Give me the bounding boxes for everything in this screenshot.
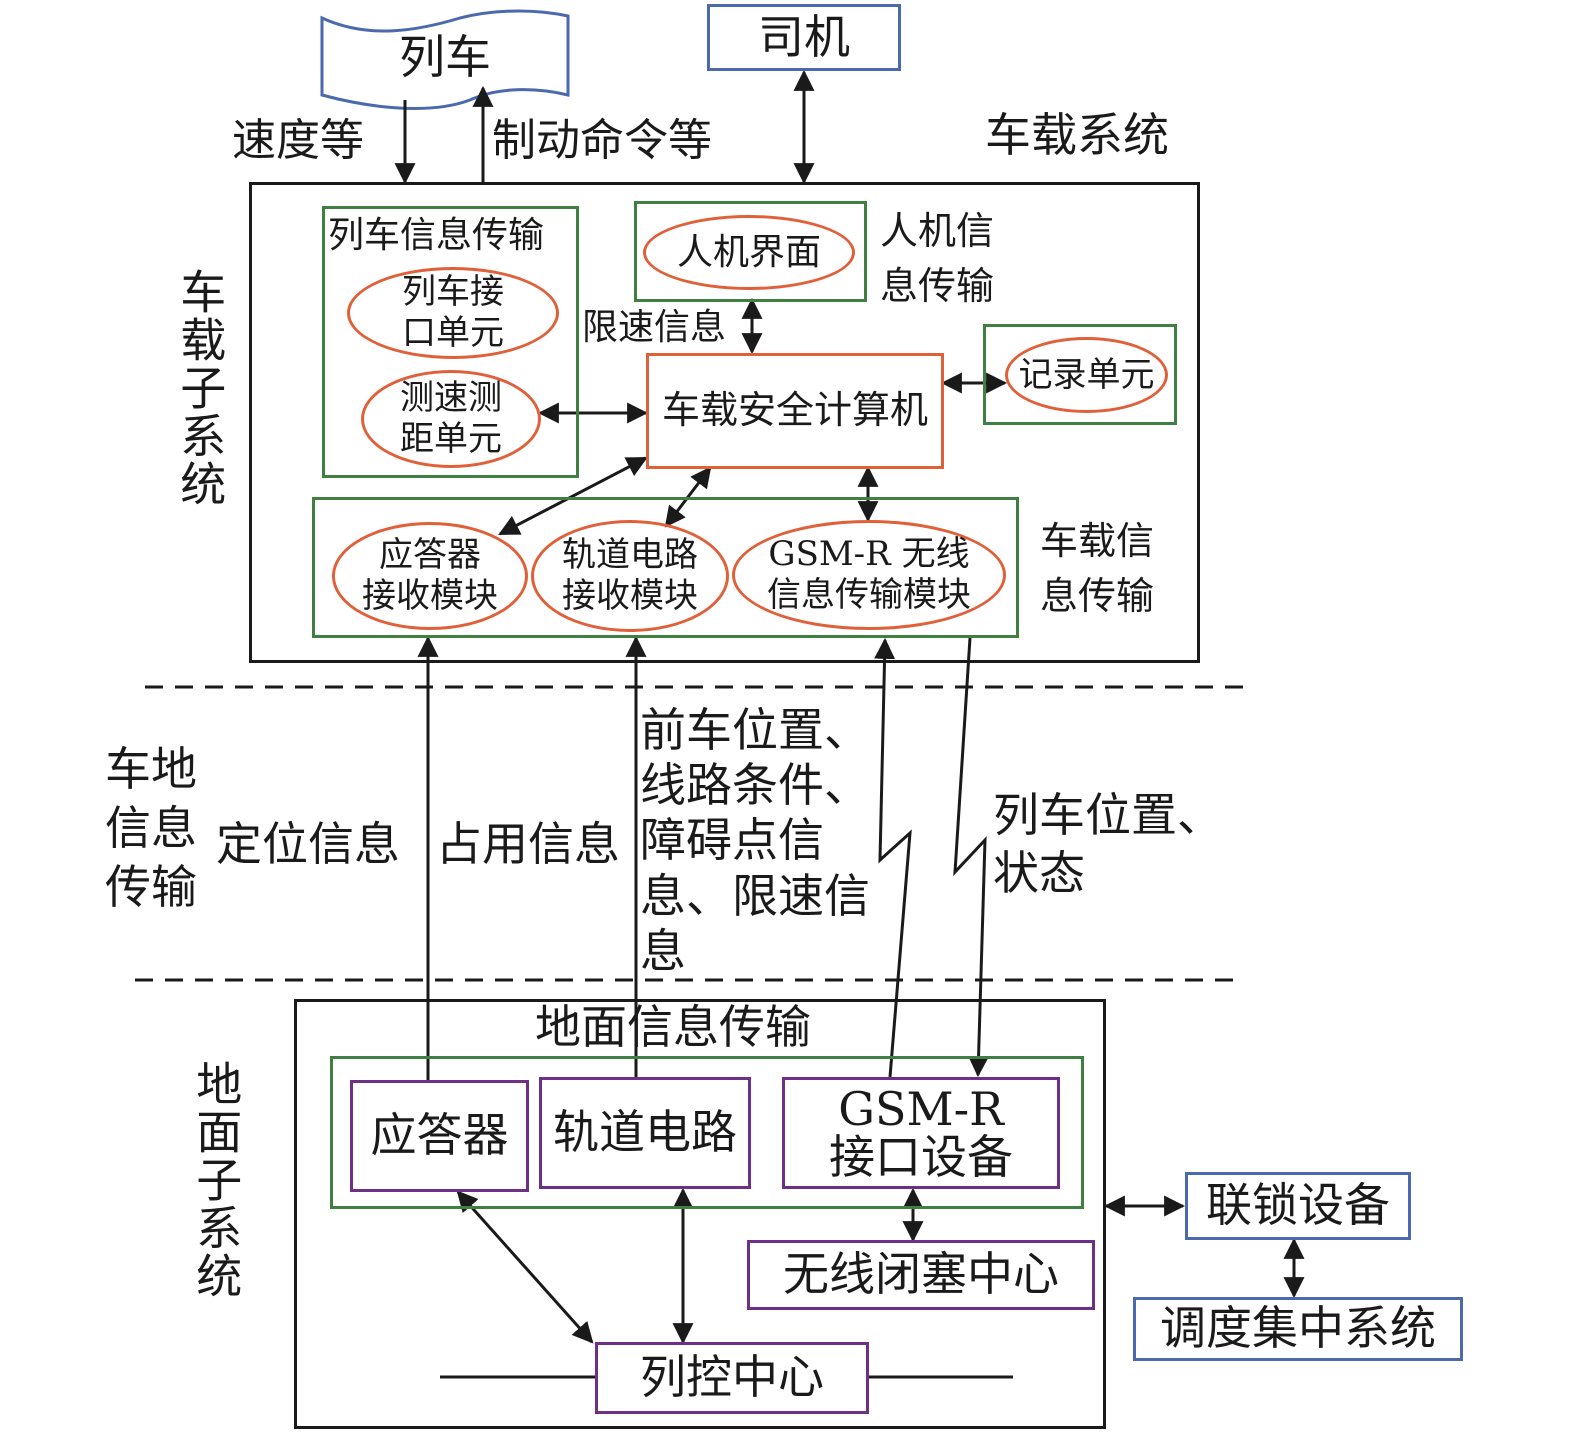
label-onboard-subsystem: 车载子系统 [173,268,228,508]
ground-balise: 应答器 [350,1080,529,1192]
hmi-group [634,201,867,302]
train-interface-unit: 列车接 口单元 [347,267,559,359]
onboard-safety-computer: 车载安全计算机 [646,353,944,469]
label-hmi-transmission: 人机信 息传输 [880,209,995,309]
ground-system-box [294,999,1106,1429]
label-speed-limit: 限速信息 [582,307,727,348]
onboard-system-box [249,182,1200,663]
speed-distance-unit: 测速测 距单元 [361,370,541,468]
onboard-comm-group [312,497,1019,638]
track-circuit-receiver-module: 轨道电路 接收模块 [531,520,729,632]
gsmr-interface-device: GSM-R 接口设备 [782,1077,1060,1189]
label-occupancy-info: 占用信息 [436,817,620,871]
radio-block-center: 无线闭塞中心 [747,1240,1095,1310]
gsmr-wireless-module: GSM-R 无线 信息传输模块 [732,520,1006,630]
ground-track-circuit: 轨道电路 [539,1077,751,1189]
label-train-ground-transmission: 车地 信息 传输 [105,742,197,914]
train-control-center: 列控中心 [595,1342,869,1414]
train-info-group [322,206,579,478]
interlocking-device: 联锁设备 [1185,1172,1411,1240]
train-entity: 列车 [399,30,491,85]
balise-receiver-module: 应答器 接收模块 [332,522,528,630]
label-onboard-transmission: 车载信 息传输 [1040,519,1155,619]
label-speed-etc: 速度等 [232,115,364,166]
ground-transmission-group [330,1056,1084,1209]
ground-group-title: 地面信息传输 [535,1000,811,1054]
label-onboard-system: 车载系统 [985,108,1169,162]
train-info-group-title: 列车信息传输 [328,215,545,256]
label-front-train-info: 前车位置、 线路条件、 障碍点信 息、限速信 息 [640,703,870,978]
label-positioning-info: 定位信息 [216,817,400,871]
label-brake-command: 制动命令等 [492,115,712,166]
record-unit-group [983,324,1177,425]
hmi-unit: 人机界面 [643,215,855,290]
label-ground-subsystem: 地面子系统 [189,1060,244,1300]
driver-entity: 司机 [707,4,901,71]
ctc-system: 调度集中系统 [1133,1297,1463,1361]
record-unit: 记录单元 [1005,337,1168,413]
label-train-status: 列车位置、 状态 [993,788,1223,900]
